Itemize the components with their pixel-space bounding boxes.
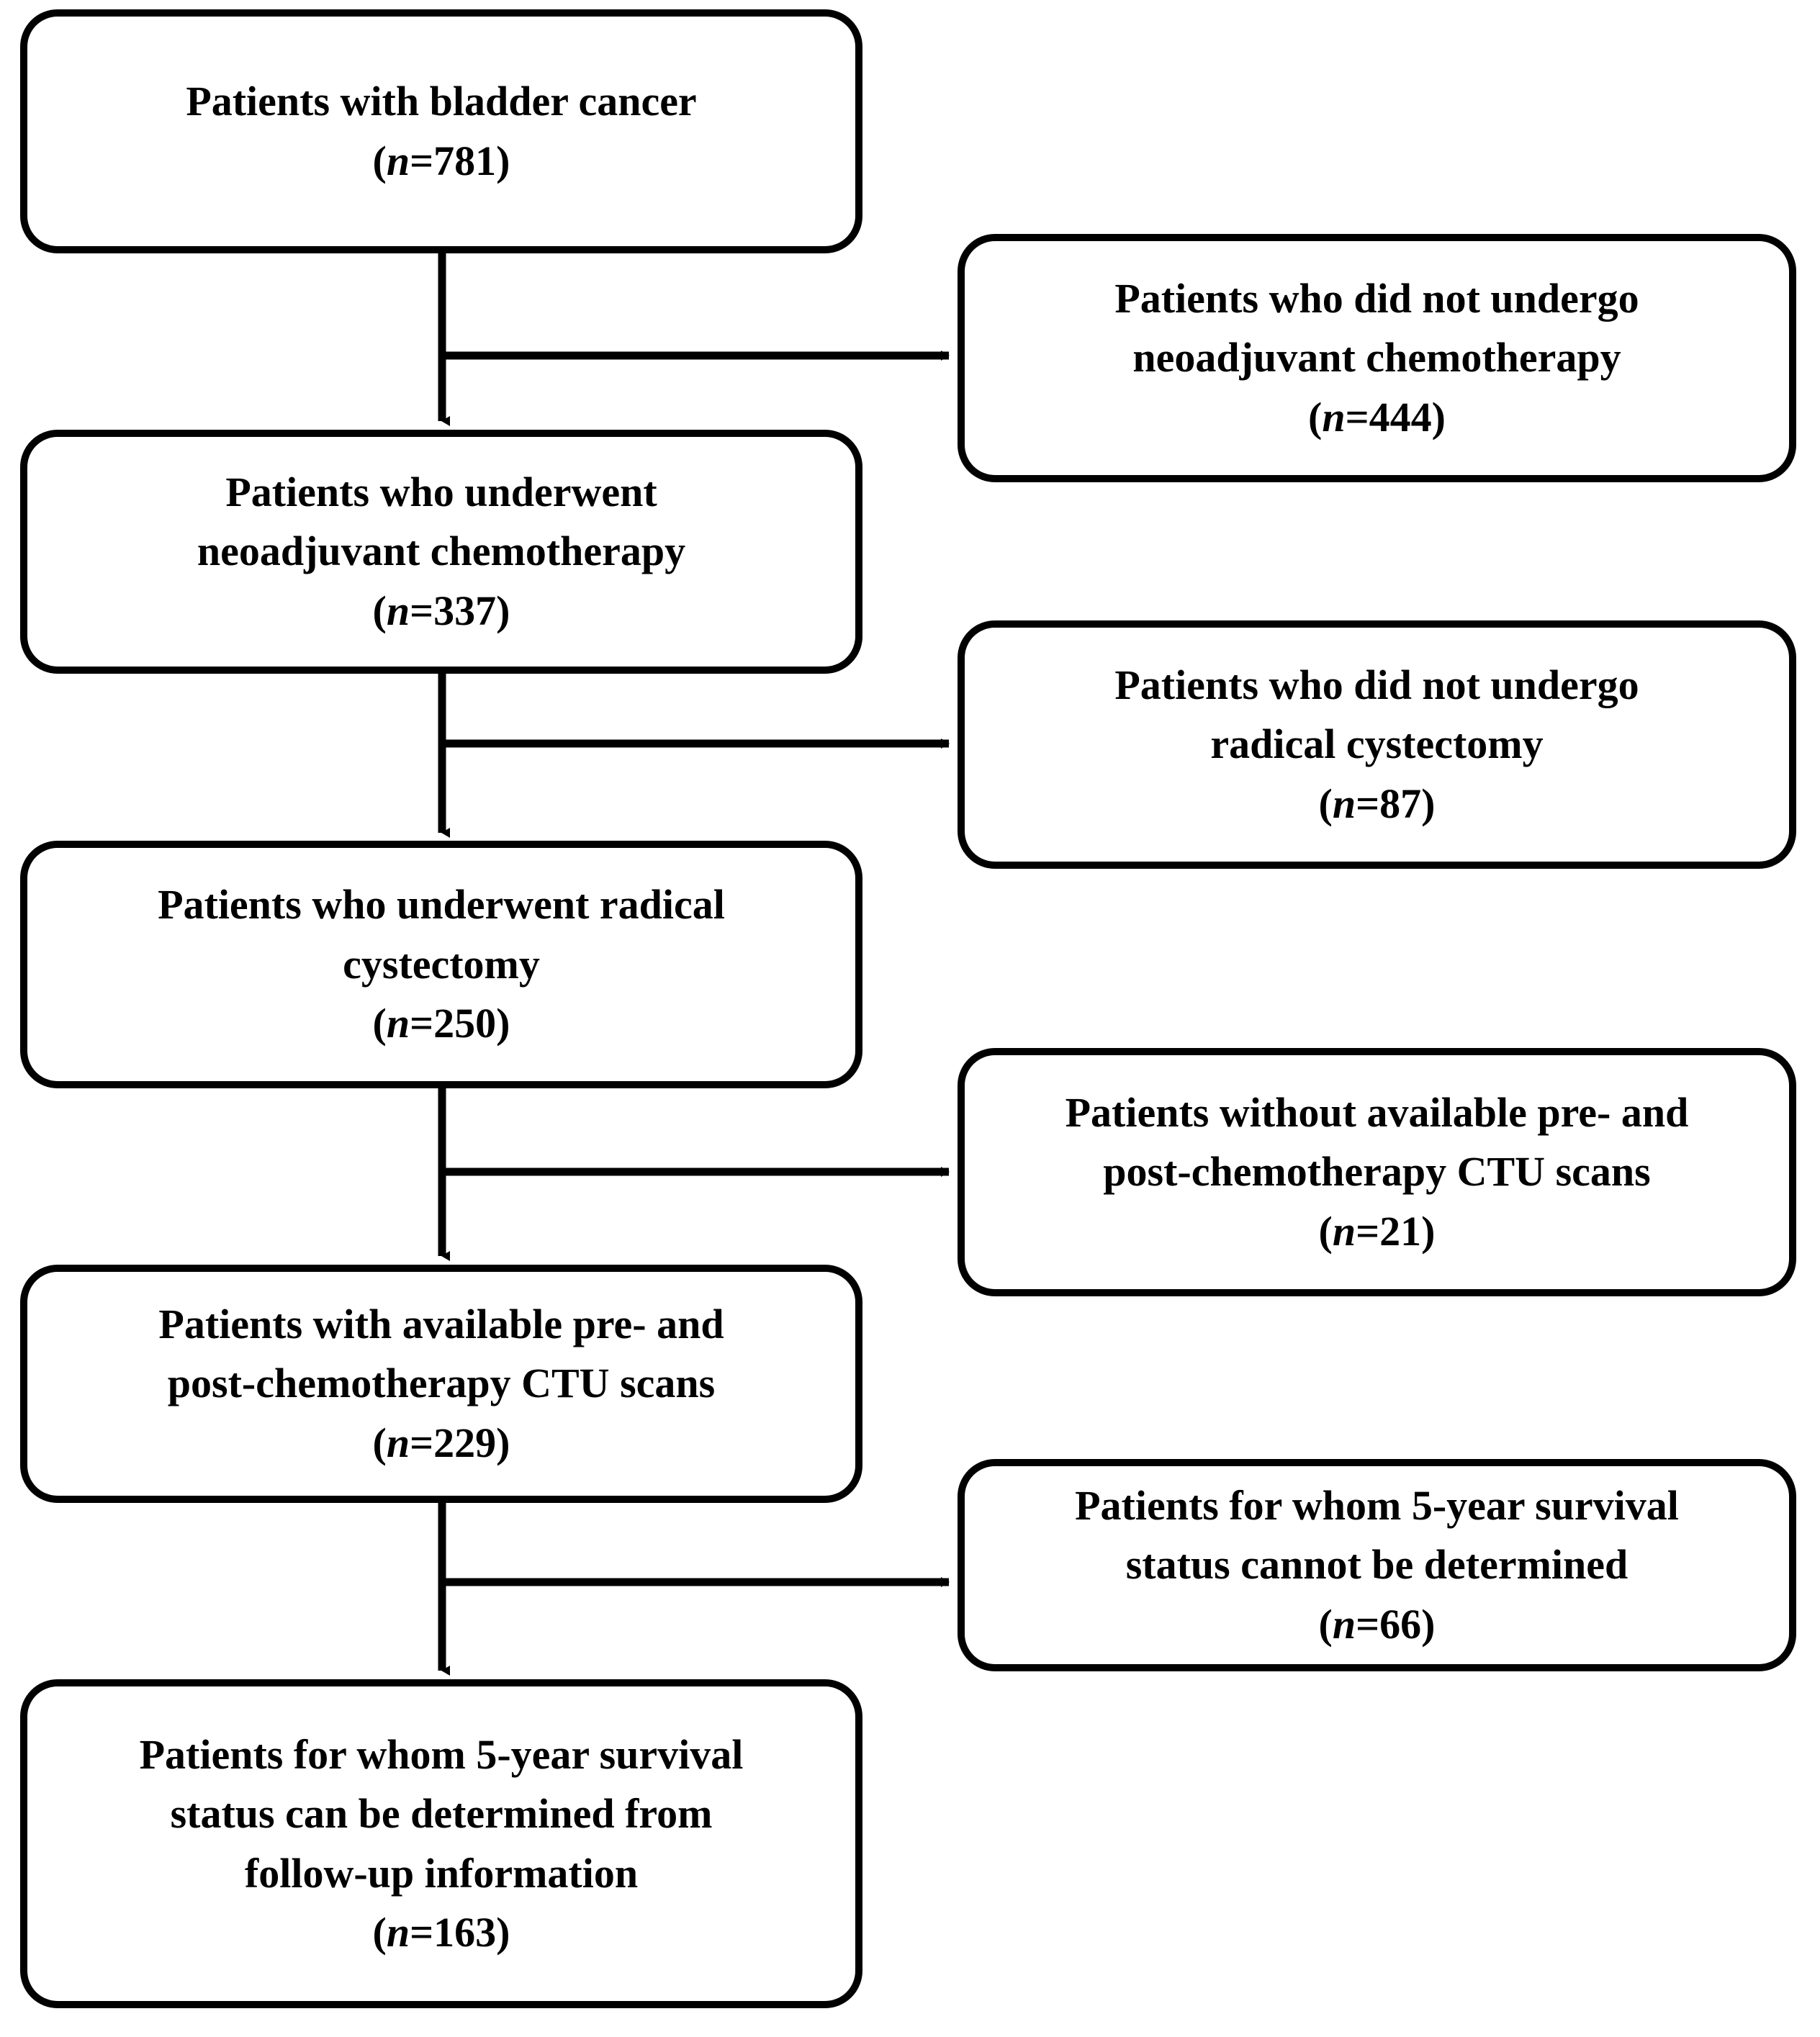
node-count: (n=781)	[372, 137, 510, 184]
node-count: (n=66)	[1318, 1600, 1436, 1648]
node-underwent-neoadjuvant-chemotherapy[interactable]: Patients who underwent neoadjuvant chemo…	[20, 430, 862, 674]
node-patients-with-bladder-cancer[interactable]: Patients with bladder cancer (n=781)	[20, 9, 862, 253]
node-count: (n=163)	[372, 1908, 510, 1956]
node-line: Patients who underwent	[225, 468, 657, 515]
node-line: status can be determined from	[170, 1790, 713, 1838]
node-count: (n=229)	[372, 1419, 510, 1466]
node-line: radical cystectomy	[1210, 721, 1544, 768]
node-survival-status-undetermined[interactable]: Patients for whom 5-year survival status…	[958, 1459, 1796, 1671]
node-line: Patients who did not undergo	[1114, 274, 1639, 322]
node-count: (n=87)	[1318, 780, 1436, 827]
node-count: (n=337)	[372, 587, 510, 634]
node-line: Patients for whom 5-year survival	[1075, 1481, 1679, 1529]
node-count: (n=21)	[1318, 1207, 1436, 1255]
node-line: Patients who underwent radical	[158, 881, 725, 929]
node-underwent-radical-cystectomy[interactable]: Patients who underwent radical cystectom…	[20, 841, 862, 1088]
node-survival-status-determined[interactable]: Patients for whom 5-year survival status…	[20, 1679, 862, 2008]
node-line: post-chemotherapy CTU scans	[167, 1360, 716, 1407]
node-line: post-chemotherapy CTU scans	[1103, 1148, 1651, 1196]
node-line: status cannot be determined	[1125, 1541, 1628, 1589]
node-count: (n=444)	[1308, 393, 1446, 441]
node-with-ctu-scans[interactable]: Patients with available pre- and post-ch…	[20, 1265, 862, 1503]
node-without-ctu-scans[interactable]: Patients without available pre- and post…	[958, 1048, 1796, 1296]
node-no-neoadjuvant-chemotherapy[interactable]: Patients who did not undergo neoadjuvant…	[958, 234, 1796, 482]
node-line: neoadjuvant chemotherapy	[197, 528, 686, 575]
node-line: cystectomy	[343, 940, 540, 988]
node-line: Patients with bladder cancer	[186, 78, 697, 125]
node-count: (n=250)	[372, 1000, 510, 1047]
node-line: neoadjuvant chemotherapy	[1132, 334, 1621, 381]
node-no-radical-cystectomy[interactable]: Patients who did not undergo radical cys…	[958, 620, 1796, 869]
node-line: Patients with available pre- and	[158, 1300, 724, 1347]
connector-trunk-2	[438, 674, 450, 838]
node-line: Patients who did not undergo	[1114, 661, 1639, 708]
node-line: Patients without available pre- and	[1065, 1088, 1689, 1136]
node-line: follow-up information	[244, 1849, 639, 1897]
node-line: Patients for whom 5-year survival	[139, 1730, 744, 1778]
